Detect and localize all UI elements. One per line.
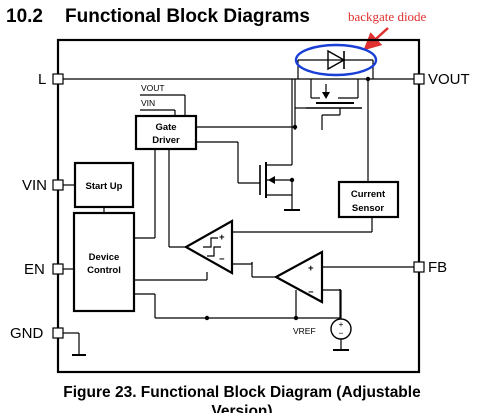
gate-driver-block: Gate Driver: [134, 114, 198, 151]
svg-text:VOUT: VOUT: [428, 71, 470, 88]
svg-text:FB: FB: [428, 259, 447, 276]
current-sensor-block: Current Sensor: [337, 180, 400, 219]
svg-text:−: −: [219, 254, 225, 265]
svg-text:Driver: Driver: [152, 135, 180, 146]
svg-text:Control: Control: [87, 265, 121, 276]
pin-vin: VIN: [22, 177, 64, 194]
error-amplifier: + −: [251, 250, 414, 318]
pin-l: L: [38, 71, 64, 88]
junction-dots: [204, 76, 371, 321]
gate-driver-vin-label: VIN: [141, 98, 155, 108]
gate-driver-inputs: [140, 94, 295, 184]
figure-caption-line2: Version): [211, 403, 272, 413]
main-wiring: [63, 59, 414, 80]
svg-text:Sensor: Sensor: [352, 203, 385, 214]
nmos-transistor: [259, 79, 300, 211]
gnd-wiring: [63, 332, 86, 356]
gate-driver-vout-label: VOUT: [141, 83, 165, 93]
device-control-block: Device Control: [72, 211, 136, 313]
pin-gnd: GND: [10, 325, 64, 342]
section-number: 10.2: [6, 6, 43, 27]
pmos-transistor: [294, 79, 362, 130]
svg-text:Current: Current: [351, 189, 386, 200]
annotation-arrow: [363, 27, 389, 51]
current-sensor-wiring: [232, 79, 373, 233]
figure-caption-line1: Figure 23. Functional Block Diagram (Adj…: [63, 384, 421, 401]
backgate-diode-symbol: [294, 43, 378, 77]
svg-text:−: −: [308, 287, 314, 298]
section-title: Functional Block Diagrams: [65, 6, 310, 27]
vref-label: VREF: [293, 326, 316, 336]
backgate-diode-note: backgate diode: [348, 9, 427, 24]
svg-text:Gate: Gate: [155, 122, 176, 133]
start-up-block: Start Up: [73, 161, 135, 209]
svg-text:+: +: [339, 319, 344, 329]
svg-text:+: +: [308, 263, 314, 274]
highlight-circle: [294, 43, 378, 77]
svg-text:EN: EN: [24, 261, 45, 278]
svg-text:VIN: VIN: [22, 177, 47, 194]
svg-text:L: L: [38, 71, 46, 88]
comparator-hysteresis: + −: [168, 149, 253, 275]
svg-text:GND: GND: [10, 325, 44, 342]
device-control-wiring: [63, 149, 341, 319]
vref-source: + −: [322, 289, 352, 351]
svg-text:Device: Device: [89, 252, 120, 263]
svg-text:−: −: [339, 328, 344, 338]
pin-vout: VOUT: [413, 71, 470, 88]
svg-text:+: +: [219, 232, 225, 243]
svg-text:Start Up: Start Up: [86, 181, 123, 192]
chip-outline: [56, 38, 421, 374]
